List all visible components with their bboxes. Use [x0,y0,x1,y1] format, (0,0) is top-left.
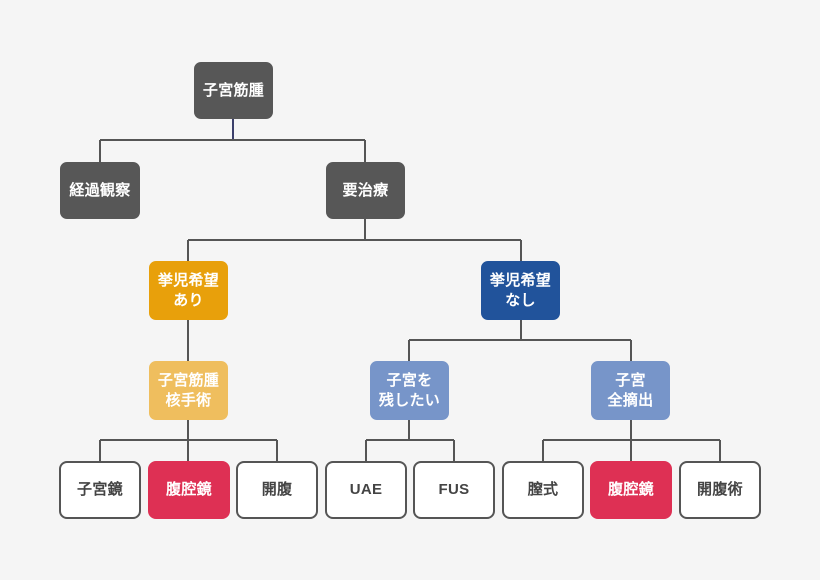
node-leaf-uae[interactable]: UAE [325,461,407,519]
node-observe[interactable]: 経過観察 [60,162,140,219]
node-treat[interactable]: 要治療 [326,162,405,219]
node-leaf-vaginal[interactable]: 膣式 [502,461,584,519]
node-leaf-open-2[interactable]: 開腹術 [679,461,761,519]
node-leaf-fus[interactable]: FUS [413,461,495,519]
node-child-yes[interactable]: 挙児希望 あり [149,261,228,320]
node-hysterectomy[interactable]: 子宮 全摘出 [591,361,670,420]
node-myomectomy[interactable]: 子宮筋腫 核手術 [149,361,228,420]
node-leaf-hystero[interactable]: 子宮鏡 [59,461,141,519]
node-child-no[interactable]: 挙児希望 なし [481,261,560,320]
node-leaf-open-1[interactable]: 開腹 [236,461,318,519]
node-leaf-lap-2[interactable]: 腹腔鏡 [590,461,672,519]
node-keep-uterus[interactable]: 子宮を 残したい [370,361,449,420]
node-root[interactable]: 子宮筋腫 [194,62,273,119]
node-leaf-lap-1[interactable]: 腹腔鏡 [148,461,230,519]
